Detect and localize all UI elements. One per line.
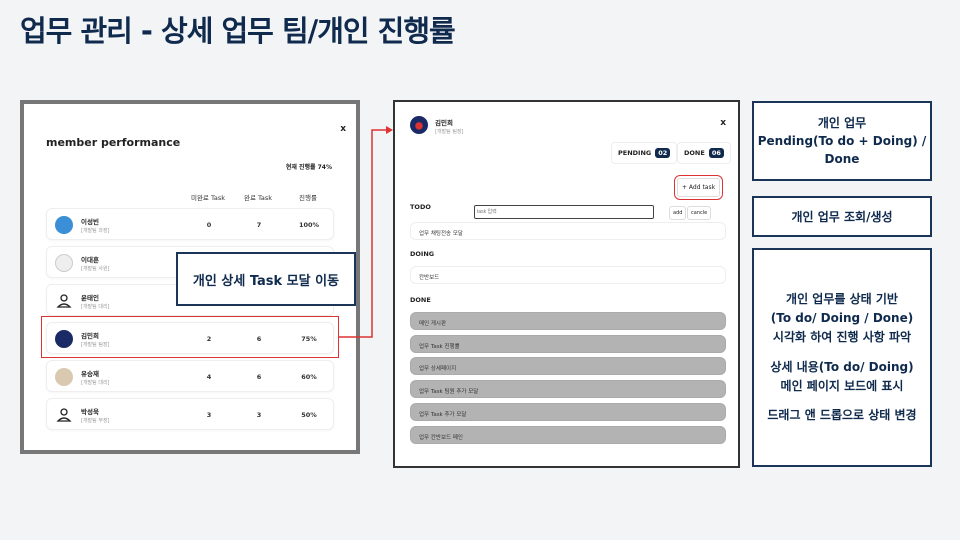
done-card[interactable]: 업무 Task 팀원 추가 모달: [410, 380, 726, 399]
user-icon: [56, 408, 72, 422]
done-card[interactable]: 업무 상세페이지: [410, 357, 726, 376]
done-card[interactable]: 업무 Task 진행률: [410, 334, 726, 353]
done-label: DONE: [684, 149, 705, 157]
done-count: 6: [256, 335, 262, 343]
header-rate: 진행률: [299, 194, 317, 202]
progress-rate: 60%: [301, 373, 317, 381]
progress-rate: 100%: [298, 221, 320, 229]
avatar: [55, 368, 73, 386]
done-count: 7: [256, 221, 262, 229]
avatar: [55, 292, 73, 310]
note-line: 개인 업무 조회/생성: [791, 209, 893, 224]
done-section-label: DONE: [410, 296, 431, 304]
todo-card[interactable]: 업무 채팅전송 모달: [410, 222, 726, 240]
member-role: [개발팀 사원]: [81, 266, 110, 272]
note-line: Pending(To do + Doing) /: [757, 134, 927, 148]
member-name: 유승재: [81, 370, 99, 378]
progress-rate: 75%: [301, 335, 317, 343]
pending-count: 4: [206, 373, 212, 381]
note-line: Done: [824, 152, 860, 166]
member-row[interactable]: 김민희 [개발팀 팀장] 2 6 75%: [46, 322, 334, 354]
header-pending: 미완료 Task: [190, 194, 226, 202]
member-row[interactable]: 유승재 [개발팀 대리] 4 6 60%: [46, 360, 334, 392]
todo-label: TODO: [410, 203, 431, 211]
doing-label: DOING: [410, 250, 435, 258]
avatar: [410, 116, 428, 134]
note-line: 개인 업무: [817, 116, 867, 130]
pending-count: 2: [206, 335, 212, 343]
callout-open-task-modal: 개인 상세 Task 모달 이동: [176, 252, 356, 306]
done-card[interactable]: 메인 게시판: [410, 312, 726, 330]
note-line: [754, 348, 930, 358]
member-role: [개발팀 팀장]: [81, 342, 110, 348]
avatar: [55, 216, 73, 234]
member-role: [개발팀 대리]: [81, 304, 110, 310]
avatar: [55, 406, 73, 424]
close-icon[interactable]: x: [720, 118, 726, 128]
highlight-selected-member: [41, 316, 339, 358]
member-row[interactable]: 이성빈 [개발팀 과장] 0 7 100%: [46, 208, 334, 240]
add-button[interactable]: add: [669, 206, 687, 220]
member-row[interactable]: 박성욱 [개발팀 부장] 3 3 50%: [46, 398, 334, 430]
pending-count: 3: [206, 411, 212, 419]
add-task-button[interactable]: + Add task: [673, 175, 724, 200]
doing-card[interactable]: 칸반보드: [410, 266, 726, 284]
note-line: 시각화 하여 진행 사항 파악: [772, 330, 912, 345]
header-done: 완료 Task: [243, 194, 273, 202]
pending-count: 02: [655, 148, 671, 158]
modal-title: member performance: [46, 136, 181, 149]
page-title: 업무 관리 - 상세 업무 팀/개인 진행률: [20, 14, 456, 48]
done-card[interactable]: 업무 칸반보드 메인: [410, 425, 726, 444]
note-box-3: 개인 업무를 상태 기반 (To do/ Doing / Done) 시각화 하여 …: [752, 248, 932, 467]
overall-rate: 현재 진행률 74%: [285, 164, 332, 171]
member-role: [개발팀 팀장]: [435, 129, 464, 135]
note-box-1: 개인 업무 Pending(To do + Doing) / Done: [752, 101, 932, 181]
user-icon: [56, 294, 72, 308]
member-name: 김민희: [435, 119, 453, 127]
done-count: 6: [256, 373, 262, 381]
note-line: 드래그 앤 드롭으로 상태 변경: [767, 407, 917, 422]
cancel-button[interactable]: cancle: [687, 206, 712, 220]
member-name: 윤태인: [81, 294, 99, 302]
member-name: 이성빈: [81, 218, 99, 226]
member-name: 이대훈: [81, 256, 99, 264]
avatar: [55, 330, 73, 348]
task-input[interactable]: [474, 205, 654, 219]
pending-label: PENDING: [618, 149, 652, 157]
done-count: 3: [256, 411, 262, 419]
note-line: 상세 내용(To do/ Doing): [770, 359, 914, 374]
avatar: [55, 254, 73, 272]
member-name: 김민희: [81, 332, 99, 340]
member-role: [개발팀 부장]: [81, 418, 110, 424]
done-count: 06: [708, 148, 724, 158]
progress-rate: 50%: [301, 411, 317, 419]
member-role: [개발팀 과장]: [81, 228, 110, 234]
member-role: [개발팀 대리]: [81, 380, 110, 386]
note-line: [754, 396, 930, 406]
done-card[interactable]: 업무 Task 추가 모달: [410, 402, 726, 421]
note-line: 메인 페이지 보드에 표시: [780, 378, 904, 393]
note-line: (To do/ Doing / Done): [770, 311, 914, 326]
pending-count: 0: [206, 221, 212, 229]
note-box-2: 개인 업무 조회/생성: [752, 196, 932, 237]
member-name: 박성욱: [81, 408, 99, 416]
close-icon[interactable]: x: [340, 124, 346, 134]
note-line: 개인 업무를 상태 기반: [786, 291, 898, 306]
